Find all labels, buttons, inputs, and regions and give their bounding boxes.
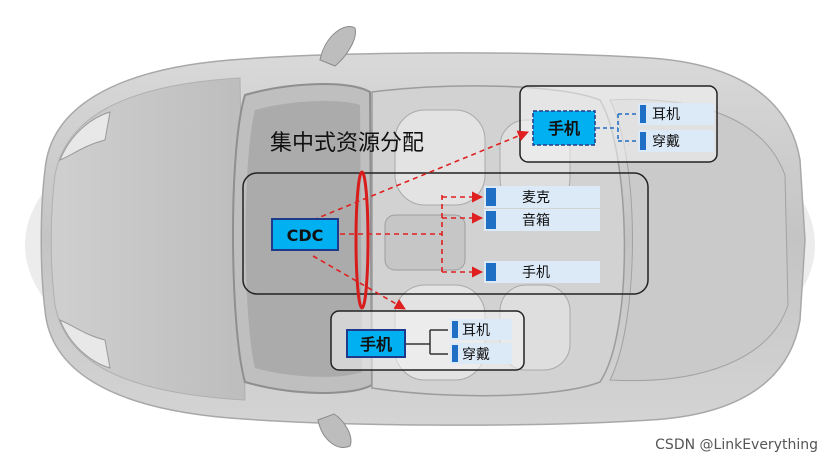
bottom-wearable-device: 穿戴 xyxy=(450,343,512,364)
phone-center-device: 手机 xyxy=(484,261,600,283)
center-group-frame xyxy=(242,172,649,295)
car-mirror-bottom xyxy=(317,413,352,448)
mic-device: 麦克 xyxy=(484,186,600,208)
diagram-title: 集中式资源分配 xyxy=(270,131,424,156)
top-wearable-label: 穿戴 xyxy=(652,134,680,150)
car-seat-front-left xyxy=(394,109,486,206)
speaker-label: 音箱 xyxy=(522,212,550,229)
car-headlight-top xyxy=(59,111,111,161)
phone-bottom-label: 手机 xyxy=(360,335,392,354)
allocation-ring xyxy=(354,170,370,310)
bottom-earphone-label: 耳机 xyxy=(462,323,490,339)
speaker-device: 音箱 xyxy=(484,209,600,231)
phone-bottom-node: 手机 xyxy=(346,329,406,358)
car-mirror-top xyxy=(319,26,356,67)
cdc-node: CDC xyxy=(271,218,339,251)
top-phone-connectors xyxy=(596,113,636,142)
top-earphone-device: 耳机 xyxy=(638,103,714,125)
top-wearable-device: 穿戴 xyxy=(638,130,714,152)
bottom-earphone-device: 耳机 xyxy=(450,319,512,340)
phone-center-label: 手机 xyxy=(522,265,550,281)
cdc-label: CDC xyxy=(287,226,324,245)
car-rear-deck xyxy=(609,98,789,382)
top-earphone-label: 耳机 xyxy=(652,107,680,123)
mic-label: 麦克 xyxy=(522,190,550,206)
arrow-cdc-to-phone-top xyxy=(312,130,530,221)
arrows xyxy=(312,130,530,310)
bottom-wearable-label: 穿戴 xyxy=(462,347,490,363)
car-console xyxy=(384,214,466,271)
bottom-phone-connectors xyxy=(406,329,448,355)
car-hood xyxy=(50,77,246,401)
phone-top-node: 手机 xyxy=(532,110,596,146)
car-headlight-bottom xyxy=(59,319,111,369)
phone-top-label: 手机 xyxy=(548,119,580,138)
watermark: CSDN @LinkEverything xyxy=(655,437,818,453)
